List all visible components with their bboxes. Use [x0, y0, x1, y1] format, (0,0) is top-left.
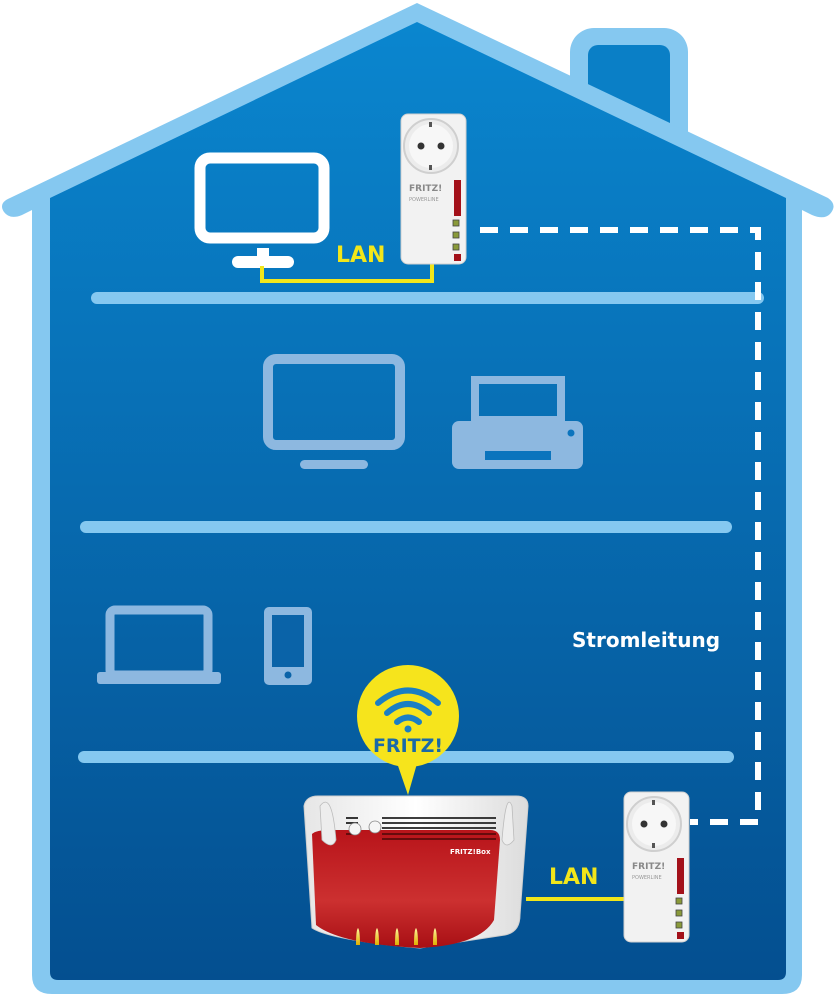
led-internet [375, 928, 379, 945]
wifi-icon [375, 687, 441, 733]
powerline-dashed-line [480, 227, 761, 825]
laptop-icon [97, 605, 221, 684]
red-stripe [454, 180, 461, 216]
adapter-product: POWERLINE [409, 197, 439, 203]
adapter-brand: FRITZ! [632, 862, 665, 872]
led-info [433, 928, 437, 945]
lan-label-top: LAN [336, 243, 385, 268]
led-festnetz [395, 928, 399, 945]
adapter-product: POWERLINE [632, 875, 662, 881]
led-lan [452, 231, 460, 239]
red-stripe [677, 858, 684, 894]
lan-label-bottom: LAN [549, 865, 598, 890]
powerline-adapter-top: FRITZ! POWERLINE [400, 113, 467, 265]
desktop-monitor-icon [194, 152, 330, 268]
router-vents [346, 817, 496, 840]
led-power [675, 897, 683, 905]
led-power-dsl [356, 928, 360, 945]
led-powerline [452, 243, 460, 251]
fritzbox-router: FRITZ!Box [303, 795, 529, 949]
wlan-wps-button[interactable] [368, 820, 382, 834]
led-wlan [414, 928, 418, 945]
printer-icon [452, 376, 583, 469]
powerline-adapter-bottom: FRITZ! POWERLINE [623, 791, 690, 943]
led-powerline [675, 921, 683, 929]
smartphone-icon [264, 607, 312, 685]
powerline-label: Stromleitung [572, 628, 720, 652]
adapter-brand: FRITZ! [409, 184, 442, 194]
wifi-badge-text: FRITZ! [373, 735, 443, 757]
led-lan [675, 909, 683, 917]
dect-button[interactable] [348, 822, 362, 836]
wifi-bubble: FRITZ! [357, 665, 459, 795]
router-leds [356, 928, 437, 945]
led-power [452, 219, 460, 227]
lan-cable-top [260, 262, 434, 283]
monitor-icon [263, 354, 405, 469]
router-brand: FRITZ!Box [450, 848, 491, 856]
